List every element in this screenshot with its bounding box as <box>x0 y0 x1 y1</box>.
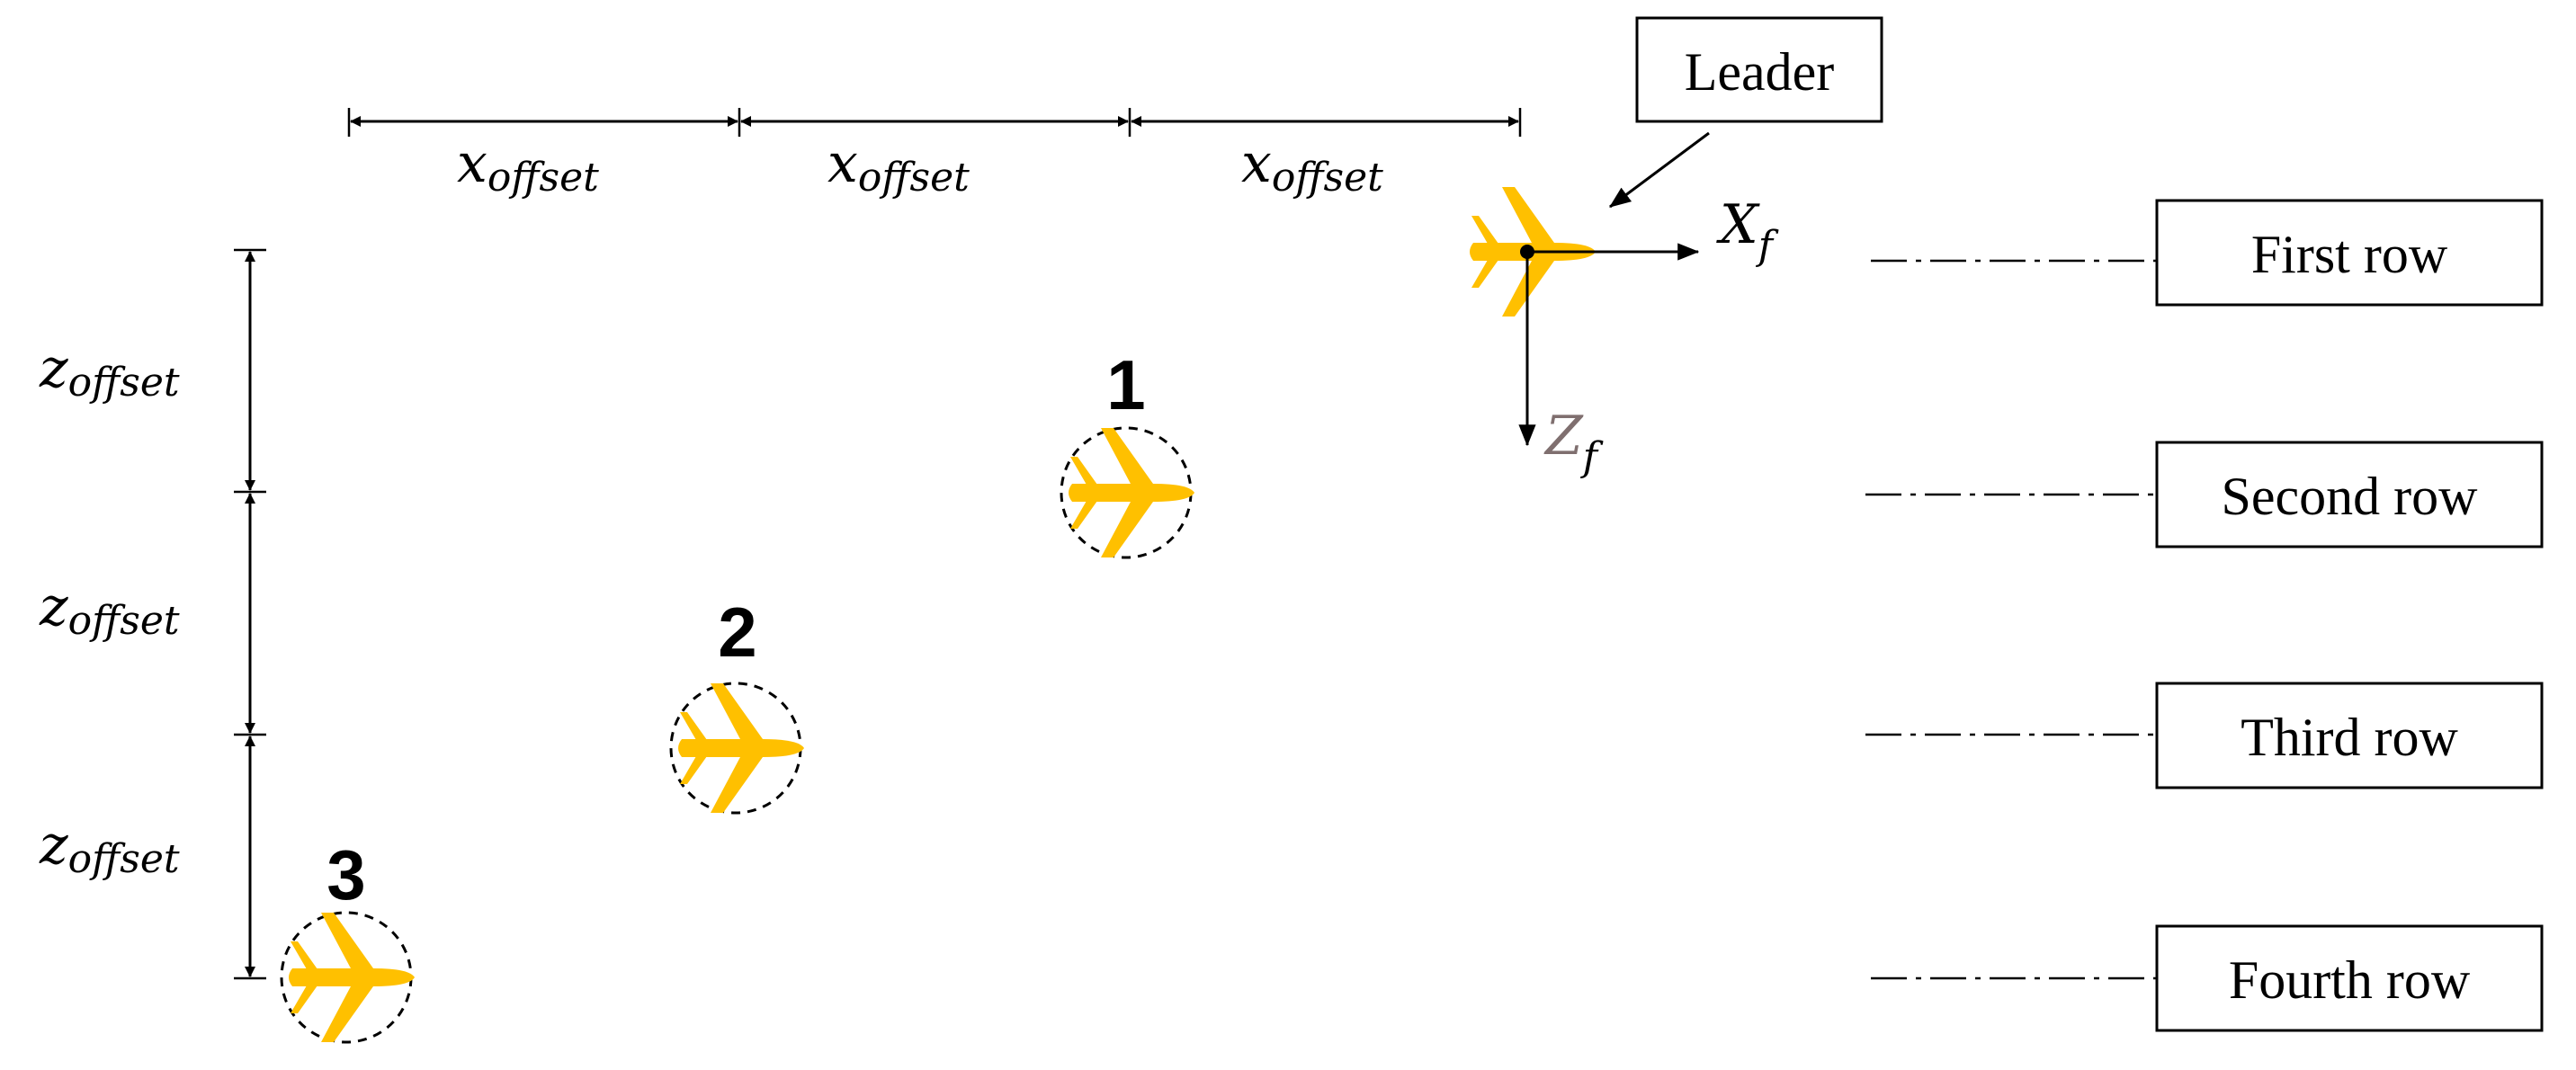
aircraft-1-icon <box>1069 428 1194 557</box>
svg-text:Xf: Xf <box>1716 193 1779 269</box>
x-offset-label-1: xoffset <box>457 132 599 201</box>
svg-text:xoffset: xoffset <box>457 132 599 201</box>
z-axis-label: Zf <box>1543 405 1604 480</box>
svg-text:zoffset: zoffset <box>39 814 180 882</box>
aircraft-number-3: 3 <box>326 835 365 914</box>
row-first: First row <box>1871 199 2544 307</box>
svg-text:Zf: Zf <box>1543 405 1604 480</box>
svg-text:xoffset: xoffset <box>827 132 970 201</box>
svg-text:Second row: Second row <box>2222 467 2479 526</box>
x-offset-label-2: xoffset <box>827 132 970 201</box>
svg-text:First row: First row <box>2251 225 2448 284</box>
z-offset-dimension <box>234 248 266 980</box>
svg-text:Third row: Third row <box>2241 708 2458 767</box>
x-offset-dimension <box>347 108 1522 137</box>
svg-text:zoffset: zoffset <box>39 337 180 406</box>
aircraft-3-icon <box>289 913 415 1042</box>
z-offset-label-3: zoffset <box>39 814 180 882</box>
aircraft-number-1: 1 <box>1106 345 1145 424</box>
leader-pointer-arrow <box>1609 131 1710 209</box>
z-offset-label-1: zoffset <box>39 337 180 406</box>
svg-text:xoffset: xoffset <box>1241 132 1383 201</box>
leader-origin-dot <box>1520 245 1534 259</box>
row-second: Second row <box>1865 441 2544 548</box>
svg-text:zoffset: zoffset <box>39 575 180 644</box>
row-third: Third row <box>1865 682 2544 789</box>
aircraft-number-2: 2 <box>718 593 756 672</box>
leader-label-box: Leader <box>1635 16 1883 123</box>
svg-text:Fourth row: Fourth row <box>2229 950 2471 1010</box>
svg-text:Leader: Leader <box>1685 42 1835 102</box>
z-offset-label-2: zoffset <box>39 575 180 644</box>
aircraft-2-icon <box>678 683 804 813</box>
x-offset-label-3: xoffset <box>1241 132 1383 201</box>
row-fourth: Fourth row <box>1871 924 2544 1032</box>
x-axis-label: Xf <box>1716 193 1779 269</box>
